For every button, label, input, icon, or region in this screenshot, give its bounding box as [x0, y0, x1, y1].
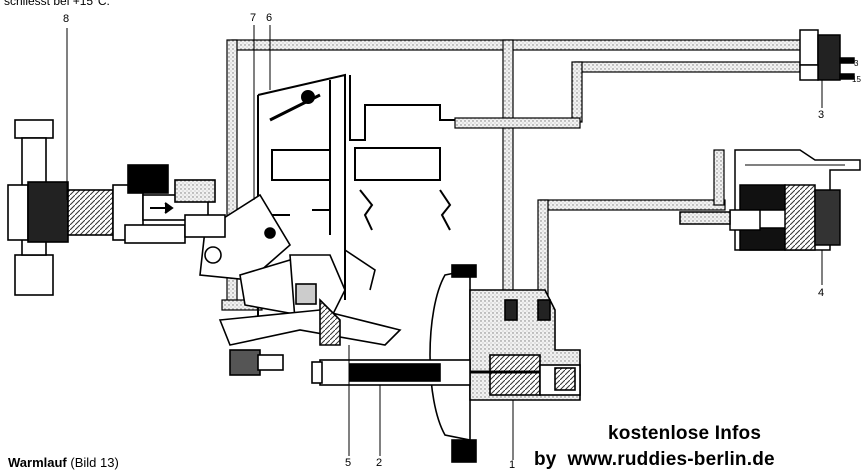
vacuum-lines: [221, 39, 803, 311]
label-8: 8: [63, 13, 70, 25]
caption-ref: (Bild 13): [66, 455, 119, 470]
promo-line-2: by www.ruddies-berlin.de: [534, 449, 775, 470]
label-6: 6: [266, 12, 273, 24]
pin-label-15: 15: [852, 75, 861, 84]
vacuum-unit: [311, 264, 581, 463]
label-5: 5: [345, 457, 352, 469]
promo-line-1: kostenlose Infos: [608, 423, 762, 444]
caption-title: Warmlauf: [8, 455, 67, 470]
figure-caption: Warmlauf (Bild 13): [8, 455, 119, 470]
throttle-linkage: [199, 193, 402, 376]
pin-label-3: 3: [854, 59, 859, 68]
temperature-valve: [799, 29, 855, 81]
warmup-regulator: [7, 119, 226, 296]
label-3: 3: [818, 109, 825, 121]
electric-vacuum-valve: [679, 149, 861, 251]
label-2: 2: [376, 457, 383, 469]
leader-lines: [66, 25, 823, 460]
label-1: 1: [509, 459, 516, 471]
top-text: schliesst bei +15°C.: [4, 0, 110, 8]
label-4: 4: [818, 287, 825, 299]
label-7: 7: [250, 12, 257, 24]
